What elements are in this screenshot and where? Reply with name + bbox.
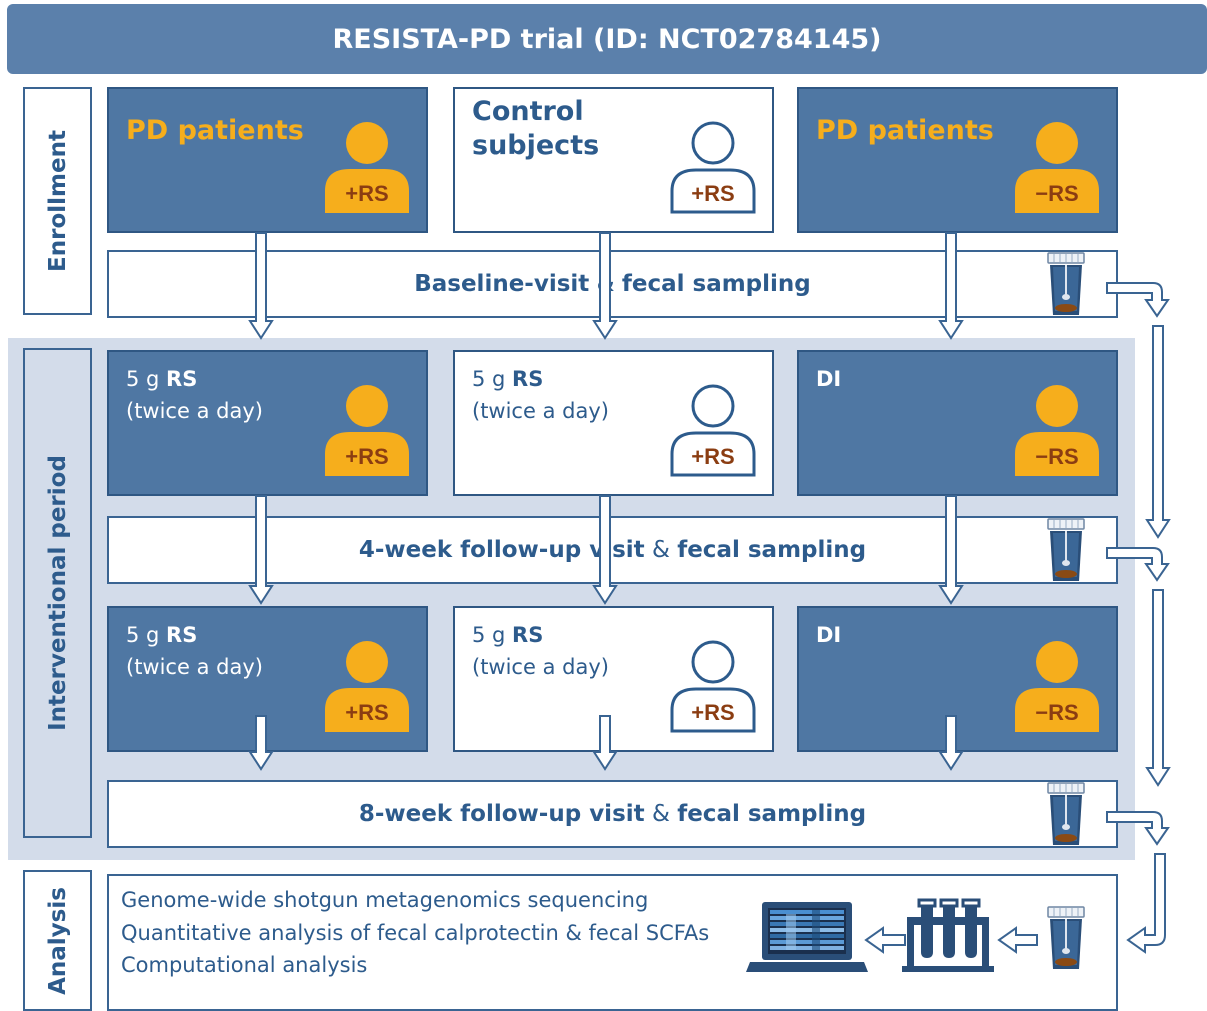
arrow-left-icon — [1126, 853, 1166, 954]
visit-week-8: 8-week follow-up visit & fecal sampling — [107, 780, 1118, 848]
visit-sep: & — [644, 537, 678, 563]
card-title: PD patients — [126, 115, 304, 146]
person-icon: +RS — [670, 384, 756, 477]
enrollment-card-pd-rs: PD patients +RS — [107, 87, 428, 233]
person-icon: −RS — [1015, 385, 1099, 476]
test-tubes-icon — [902, 898, 994, 972]
arrow-down-icon — [1106, 282, 1170, 318]
visit-label: 8-week follow-up visit — [358, 801, 645, 827]
analysis-box: Genome-wide shotgun metagenomics sequenc… — [107, 874, 1118, 1011]
dose-prefix: 5 g — [472, 623, 513, 647]
visit-sampling: fecal sampling — [621, 271, 811, 297]
person-icon: +RS — [325, 385, 409, 476]
dose-bold: DI — [816, 367, 842, 391]
person-icon: +RS — [325, 641, 409, 732]
laptop-heatmap-icon — [746, 902, 868, 972]
visit-sampling: fecal sampling — [677, 801, 867, 827]
phase-label-enrollment: Enrollment — [23, 87, 92, 315]
badge-text: −RS — [1035, 700, 1078, 725]
intervention-card-pd-di-1: DI −RS — [797, 350, 1118, 496]
badge-text: +RS — [691, 444, 734, 469]
dose-prefix: 5 g — [472, 367, 513, 391]
badge-text: −RS — [1035, 181, 1078, 206]
page-title: RESISTA-PD trial (ID: NCT02784145) — [7, 4, 1207, 74]
specimen-cup-icon — [1047, 252, 1085, 316]
intervention-card-control-2: 5 g RS (twice a day) +RS — [453, 606, 774, 752]
phase-label-interventional: Interventional period — [23, 348, 92, 838]
specimen-cup-icon — [1047, 782, 1085, 846]
intervention-card-pd-rs-1: 5 g RS (twice a day) +RS — [107, 350, 428, 496]
intervention-card-pd-di-2: DI −RS — [797, 606, 1118, 752]
person-icon: +RS — [670, 121, 756, 214]
badge-text: +RS — [345, 700, 388, 725]
badge-text: +RS — [345, 444, 388, 469]
arrow-down-icon — [1106, 547, 1170, 582]
visit-sep: & — [644, 801, 678, 827]
specimen-cup-icon — [1047, 906, 1085, 970]
badge-text: +RS — [345, 181, 388, 206]
person-icon: −RS — [1015, 122, 1099, 213]
dose-prefix: 5 g — [126, 623, 167, 647]
person-icon: −RS — [1015, 641, 1099, 732]
card-title: Control subjects — [472, 96, 600, 161]
badge-text: +RS — [691, 181, 734, 206]
dose-frequency: (twice a day) — [126, 398, 263, 423]
dose-frequency: (twice a day) — [472, 654, 609, 679]
person-icon: +RS — [325, 122, 409, 213]
arrow-left-icon — [864, 926, 906, 954]
arrow-left-icon — [997, 926, 1038, 954]
dose-bold: RS — [166, 623, 198, 647]
phase-label-analysis: Analysis — [23, 870, 92, 1011]
person-icon: +RS — [670, 640, 756, 733]
arrow-down-icon — [1145, 589, 1171, 787]
card-title: PD patients — [816, 115, 994, 146]
visit-sampling: fecal sampling — [677, 537, 867, 563]
dose-bold: DI — [816, 623, 842, 647]
intervention-card-control-1: 5 g RS (twice a day) +RS — [453, 350, 774, 496]
dose-bold: RS — [512, 367, 544, 391]
dose-prefix: 5 g — [126, 367, 167, 391]
dose-bold: RS — [512, 623, 544, 647]
analysis-line: Genome-wide shotgun metagenomics sequenc… — [121, 888, 649, 912]
dose-bold: RS — [166, 367, 198, 391]
arrow-down-icon — [1106, 811, 1170, 846]
analysis-line: Quantitative analysis of fecal calprotec… — [121, 920, 710, 945]
arrow-down-icon — [1145, 325, 1171, 539]
arrow-down-icon — [248, 232, 964, 771]
visit-label: Baseline-visit — [414, 271, 590, 297]
analysis-line: Computational analysis — [121, 953, 368, 978]
enrollment-card-control: Control subjects +RS — [453, 87, 774, 233]
specimen-cup-icon — [1047, 518, 1085, 582]
badge-text: +RS — [691, 700, 734, 725]
dose-frequency: (twice a day) — [472, 398, 609, 423]
dose-frequency: (twice a day) — [126, 654, 263, 679]
badge-text: −RS — [1035, 444, 1078, 469]
intervention-card-pd-rs-2: 5 g RS (twice a day) +RS — [107, 606, 428, 752]
visit-label: 4-week follow-up visit — [358, 537, 645, 563]
enrollment-card-pd-no-rs: PD patients −RS — [797, 87, 1118, 233]
